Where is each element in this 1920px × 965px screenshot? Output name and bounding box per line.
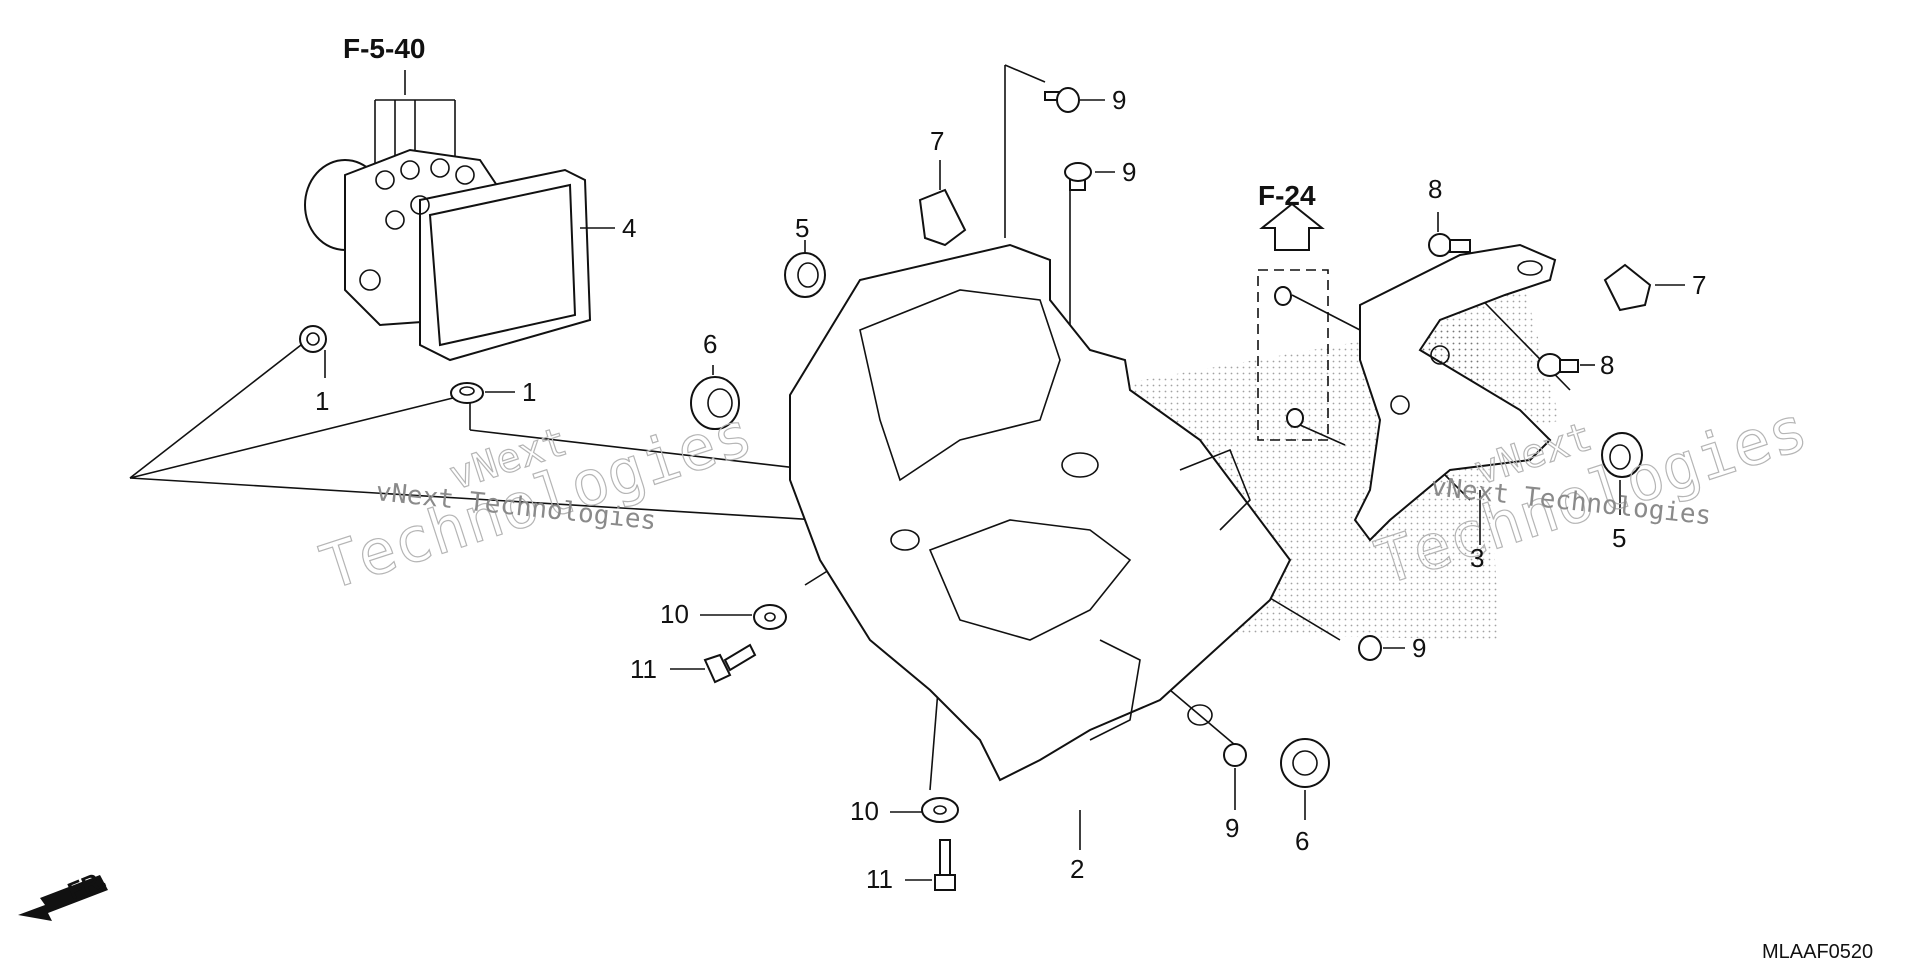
callout-6: 6 — [703, 329, 717, 359]
callout-11: 11 — [630, 654, 657, 684]
reference-abs-modulator: F-5-40 — [343, 33, 425, 64]
callout-8: 8 — [1428, 174, 1442, 204]
callout-1: 1 — [315, 386, 329, 416]
callout-8: 8 — [1600, 350, 1614, 380]
callout-9: 9 — [1112, 85, 1126, 115]
callout-9: 9 — [1225, 813, 1239, 843]
callout-7: 7 — [1692, 270, 1706, 300]
front-direction-label: FR. — [64, 866, 110, 906]
reference-subframe: F-24 — [1258, 180, 1316, 211]
watermark-left: vNext Technologies vNext Technologies — [311, 396, 761, 605]
callout-7: 7 — [930, 126, 944, 156]
callout-1: 1 — [522, 377, 536, 407]
callout-10: 10 — [850, 796, 879, 826]
callout-6: 6 — [1295, 826, 1309, 856]
callout-5: 5 — [795, 213, 809, 243]
callout-4: 4 — [622, 213, 636, 243]
abs-modulator — [304, 148, 592, 362]
small-parts — [18, 87, 1652, 921]
main-bracket — [789, 243, 1292, 782]
callout-11: 11 — [866, 864, 893, 894]
callout-9: 9 — [1122, 157, 1136, 187]
callout-9: 9 — [1412, 633, 1426, 663]
callout-10: 10 — [660, 599, 689, 629]
callout-2: 2 — [1070, 854, 1084, 884]
callout-3: 3 — [1470, 543, 1484, 573]
stay-bracket — [1353, 243, 1557, 542]
callout-5: 5 — [1612, 523, 1626, 553]
callout-leaders — [324, 99, 1685, 881]
drawing-code: MLAAF0520 — [1762, 941, 1873, 960]
